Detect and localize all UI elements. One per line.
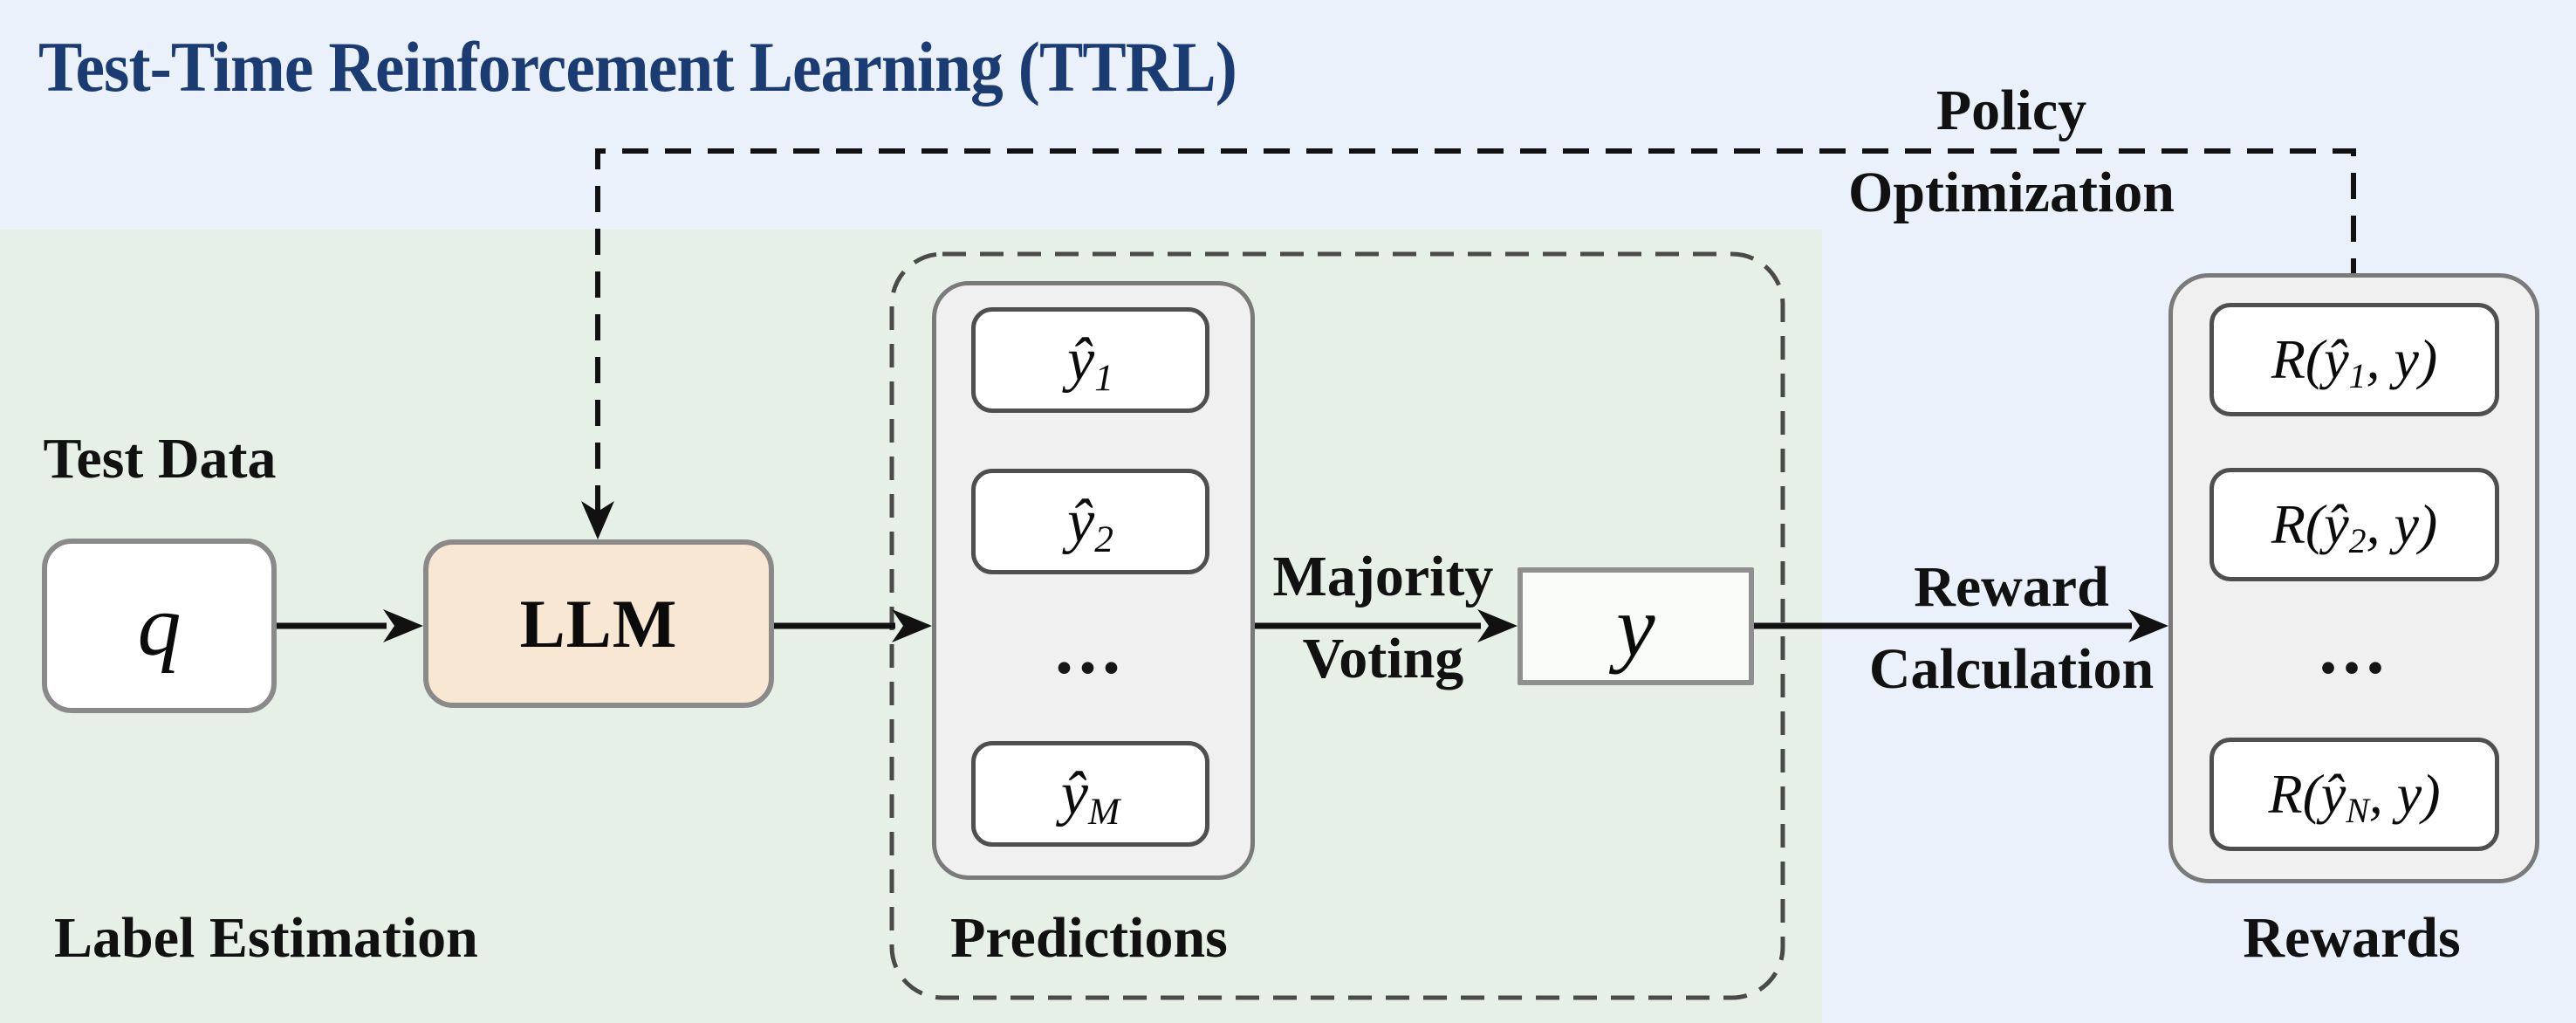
- arrow-q-to-llm-head-icon: [383, 609, 423, 642]
- policy-optimization-label-line1: Policy: [1935, 79, 2087, 142]
- reward-item-n: R(ŷN, y): [2209, 738, 2499, 851]
- prediction-item-m: ŷM: [971, 741, 1209, 847]
- reward-item-2: R(ŷ2, y): [2209, 468, 2499, 581]
- prediction-item-2: ŷ2: [971, 469, 1209, 574]
- rewards-label: Rewards: [2243, 906, 2461, 970]
- reward-n-expression: R(ŷN, y): [2268, 763, 2441, 831]
- prediction-item-1: ŷ1: [971, 307, 1209, 413]
- arrow-llm-to-predictions-head-icon: [892, 609, 932, 642]
- predictions-label: Predictions: [950, 906, 1228, 970]
- query-node: q: [42, 539, 277, 713]
- estimated-label-symbol: y: [1616, 577, 1655, 675]
- llm-node: LLM: [423, 539, 774, 708]
- reward-1-expression: R(ŷ1, y): [2271, 328, 2438, 396]
- query-symbol: q: [137, 577, 182, 674]
- rewards-ellipsis: ...: [2319, 608, 2390, 690]
- majority-voting-label-line2: Voting: [1302, 627, 1464, 690]
- reward-item-1: R(ŷ1, y): [2209, 303, 2499, 416]
- arrow-reward-calculation-head-icon: [2128, 609, 2168, 642]
- diagram-title: Test-Time Reinforcement Learning (TTRL): [38, 27, 1237, 106]
- predictions-ellipsis: ...: [1055, 608, 1126, 690]
- policy-optimization-dashed-path: [595, 148, 2356, 512]
- arrow-majority-voting-head-icon: [1477, 609, 1518, 642]
- prediction-2-symbol: ŷ2: [1067, 487, 1113, 560]
- policy-optimization-label-line2: Optimization: [1848, 161, 2175, 224]
- llm-label: LLM: [519, 585, 678, 662]
- reward-2-expression: R(ŷ2, y): [2271, 493, 2438, 561]
- estimated-label-node: y: [1518, 567, 1754, 685]
- test-data-label: Test Data: [43, 427, 277, 491]
- label-estimation-label: Label Estimation: [54, 906, 478, 970]
- prediction-m-symbol: ŷM: [1060, 759, 1120, 833]
- majority-voting-label-line1: Majority: [1272, 545, 1494, 608]
- policy-arrowhead-icon: [581, 501, 614, 539]
- prediction-1-symbol: ŷ1: [1067, 326, 1113, 399]
- reward-calculation-label-line2: Calculation: [1868, 637, 2155, 701]
- reward-calculation-label-line1: Reward: [1914, 555, 2109, 619]
